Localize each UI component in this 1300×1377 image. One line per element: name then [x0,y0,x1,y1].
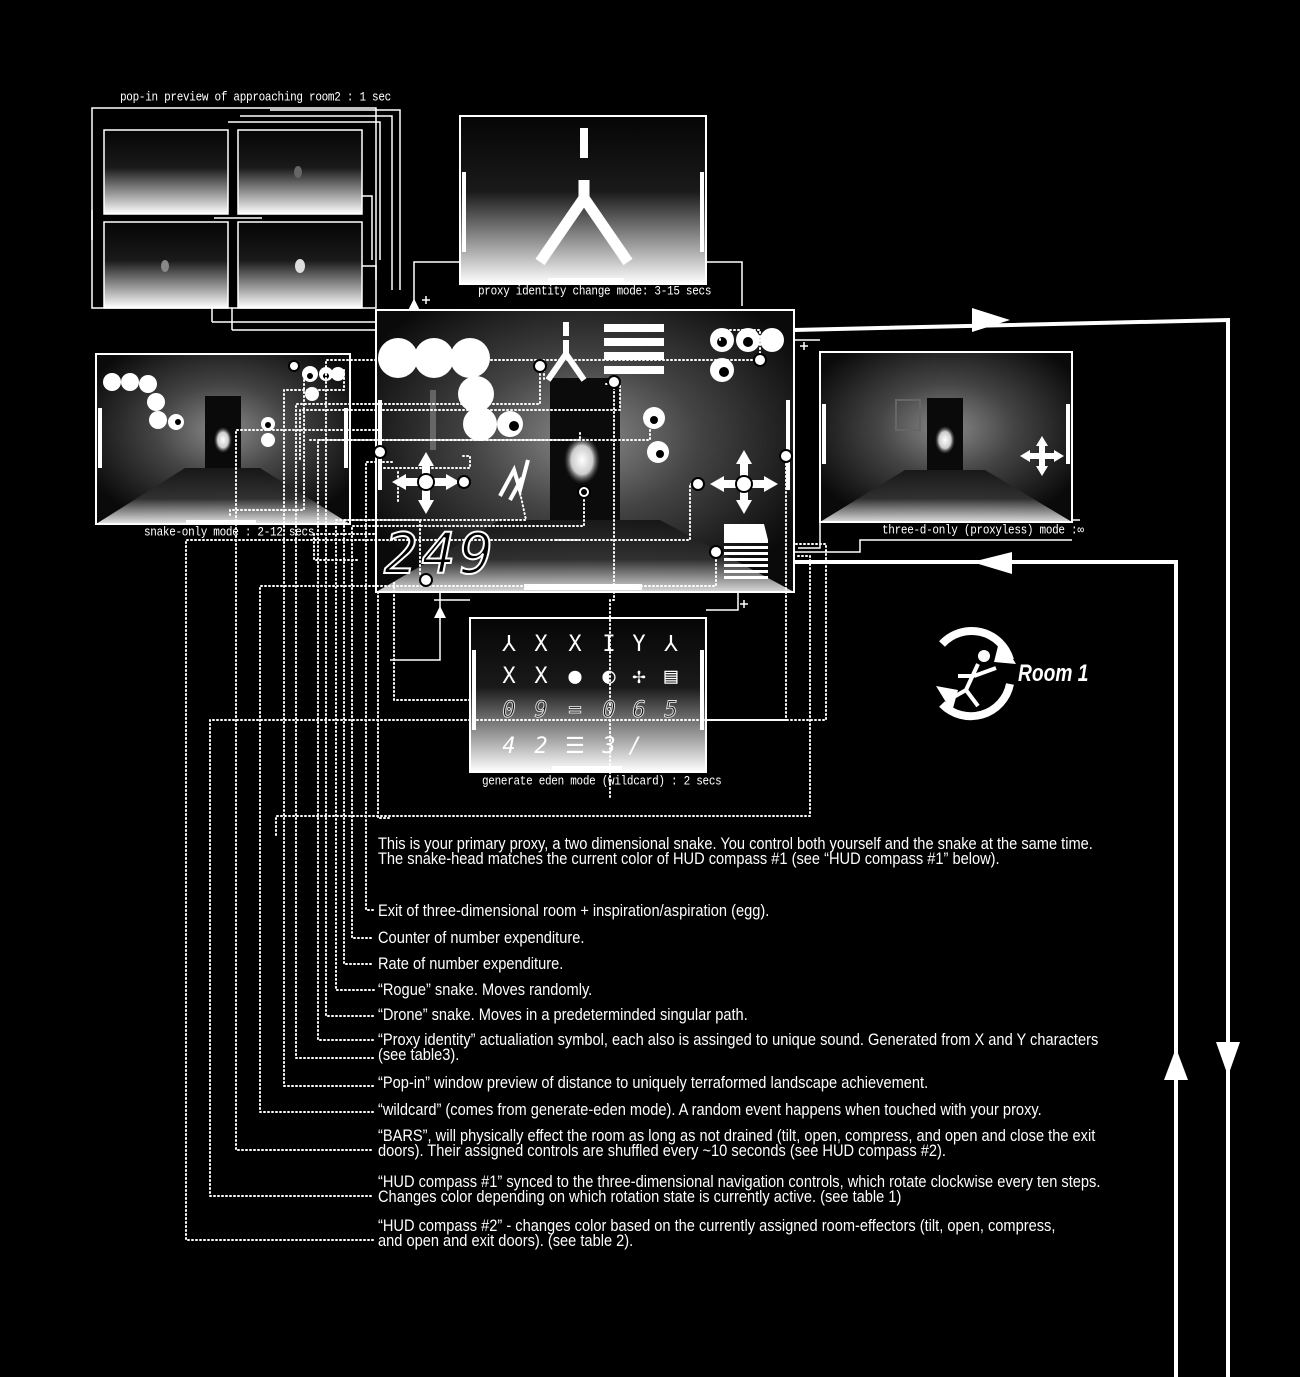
generate-eden-caption: generate eden mode (wildcard) : 2 secs [482,775,722,789]
popin-preview-tile [103,221,229,309]
leader-node [373,445,387,459]
legend-item: “wildcard” (comes from generate-eden mod… [378,1100,1042,1119]
hud-compass-1-icon [392,452,460,514]
snake-only-snake [103,373,184,430]
room-rotation-icon [936,627,1016,721]
leader-node [753,353,767,367]
legend-item: “Rogue” snake. Moves randomly. [378,980,593,999]
generate-eden-screen [469,617,707,773]
main-room-screen [375,309,795,593]
eden-tile: Y [632,632,646,657]
leader-node [691,477,705,491]
eden-digit: = [568,698,582,724]
drone-snake [643,407,669,463]
eden-tile: X [534,632,548,657]
eden-tile: ▤ [664,664,678,689]
rogue-snake-head [302,366,345,401]
eden-digit: 0 [602,698,616,724]
popin-preview-tile [237,221,363,309]
eden-digit: 3 [602,734,616,759]
hud-compass-icon [1020,436,1064,476]
eden-tile: X [502,664,516,689]
hud-compass-2-icon [710,450,778,514]
proxy-identity-screen [406,115,743,314]
eden-tile: ☰ [565,734,585,759]
popin-preview-tile [103,129,229,215]
eden-tile: ● [568,664,582,689]
eden-tile: I [602,632,616,657]
proxy-identity-symbol [545,322,587,382]
rogue-snake [710,328,784,382]
popin-preview-group [91,107,401,331]
eden-digit: 5 [664,698,678,724]
legend-item: “HUD compass #2” - changes color based o… [378,1216,1056,1250]
running-figure-icon [951,650,997,708]
eden-tile: ◐ [602,664,616,689]
eden-tile: X [568,632,582,657]
leader-node [457,475,471,489]
legend-item: “Drone” snake. Moves in a predeterminded… [378,1005,748,1024]
eden-tile: X [534,664,548,689]
three-d-only-screen [819,351,1073,523]
legend-item: Rate of number expenditure. [378,954,564,973]
legend-item: “HUD compass #1” synced to the three-dim… [378,1172,1101,1206]
eden-tile: ⅄ [502,632,516,657]
eden-digit: 6 [632,698,646,724]
eden-digit: 2 [534,734,548,759]
exit-egg [564,436,600,484]
popin-preview-tile [237,129,363,215]
legend-item: Exit of three-dimensional room + inspira… [378,901,770,920]
legend-item: “BARS”, will physically effect the room … [378,1126,1096,1160]
eden-digit: 4 [502,734,516,759]
proxy-identity-caption: proxy identity change mode: 3-15 secs [478,285,712,299]
three-d-only-caption: three-d-only (proxyless) mode :∞ [882,524,1084,538]
legend-item: “Proxy identity” actualiation symbol, ea… [378,1030,1099,1064]
leader-node [288,360,300,372]
eden-digit: 9 [534,698,548,724]
snake-only-screen [95,353,351,525]
room-label: Room 1 [1018,660,1089,687]
popin-caption: pop-in preview of approaching room2 : 1 … [120,91,391,105]
eden-digit: 0 [502,698,516,724]
leader-node [779,449,793,463]
flow-arrowheads [434,308,1240,1080]
bars-stack [724,524,768,579]
eden-digit: / [628,734,642,759]
legend-item: Counter of number expenditure. [378,928,585,947]
bars-icon [604,324,664,374]
snake-only-caption: snake-only mode : 2-12 secs [144,526,315,540]
leader-node [533,359,547,373]
eden-tile: ⅄ [664,632,678,657]
legend-item: “Pop-in” window preview of distance to u… [378,1073,929,1092]
eden-tile: ✢ [632,664,646,689]
leader-node [709,545,723,559]
leader-node [419,573,433,587]
leader-node [607,375,621,389]
flow-lines [390,317,1230,1377]
primary-proxy-snake [378,338,523,441]
number-counter: 249 [383,521,498,588]
rate-of-expenditure-icon [498,459,530,501]
legend-item: This is your primary proxy, a two dimens… [378,834,1093,868]
drone-snake [261,417,275,447]
